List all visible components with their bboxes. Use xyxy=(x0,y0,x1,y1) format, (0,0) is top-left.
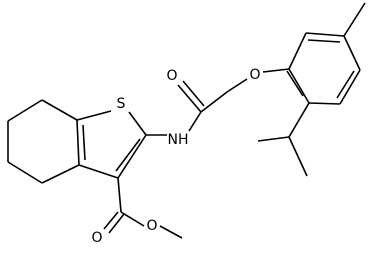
bond xyxy=(288,68,310,104)
bond xyxy=(120,211,145,227)
bond xyxy=(78,164,119,179)
bond xyxy=(343,2,366,37)
bond xyxy=(286,70,304,97)
bond xyxy=(76,110,112,121)
bonds xyxy=(7,2,366,239)
sulfur-label: S xyxy=(117,96,126,112)
bond xyxy=(262,68,290,73)
bond xyxy=(108,213,125,234)
bond xyxy=(7,99,43,122)
amide-oxygen-label: O xyxy=(166,68,177,84)
bond xyxy=(257,136,290,142)
bond xyxy=(200,91,228,113)
bond xyxy=(288,136,308,177)
bond xyxy=(339,69,361,105)
ester-carbonyl-oxygen-label: O xyxy=(91,230,102,246)
bond xyxy=(288,102,310,138)
bond xyxy=(343,35,361,71)
amide-nh-label: NH xyxy=(168,132,189,148)
bond xyxy=(159,225,183,239)
bond xyxy=(188,111,202,132)
bond xyxy=(288,32,307,70)
bond xyxy=(182,80,205,107)
bond xyxy=(76,119,80,166)
bond xyxy=(117,134,147,179)
bond xyxy=(308,102,341,105)
bond xyxy=(115,138,141,172)
bond xyxy=(41,164,80,184)
bond xyxy=(7,161,43,184)
bond xyxy=(177,84,202,113)
bond xyxy=(103,211,119,230)
bond xyxy=(41,99,78,121)
bond xyxy=(226,78,248,93)
bond xyxy=(307,39,341,43)
ester-oxygen-label: O xyxy=(146,218,157,234)
bond xyxy=(336,70,355,99)
bond xyxy=(117,177,122,213)
atom-labels: S NH O O O O xyxy=(91,67,260,246)
ether-oxygen-label: O xyxy=(249,67,260,83)
bond xyxy=(305,32,345,37)
bond xyxy=(128,111,147,136)
bond xyxy=(82,124,86,161)
